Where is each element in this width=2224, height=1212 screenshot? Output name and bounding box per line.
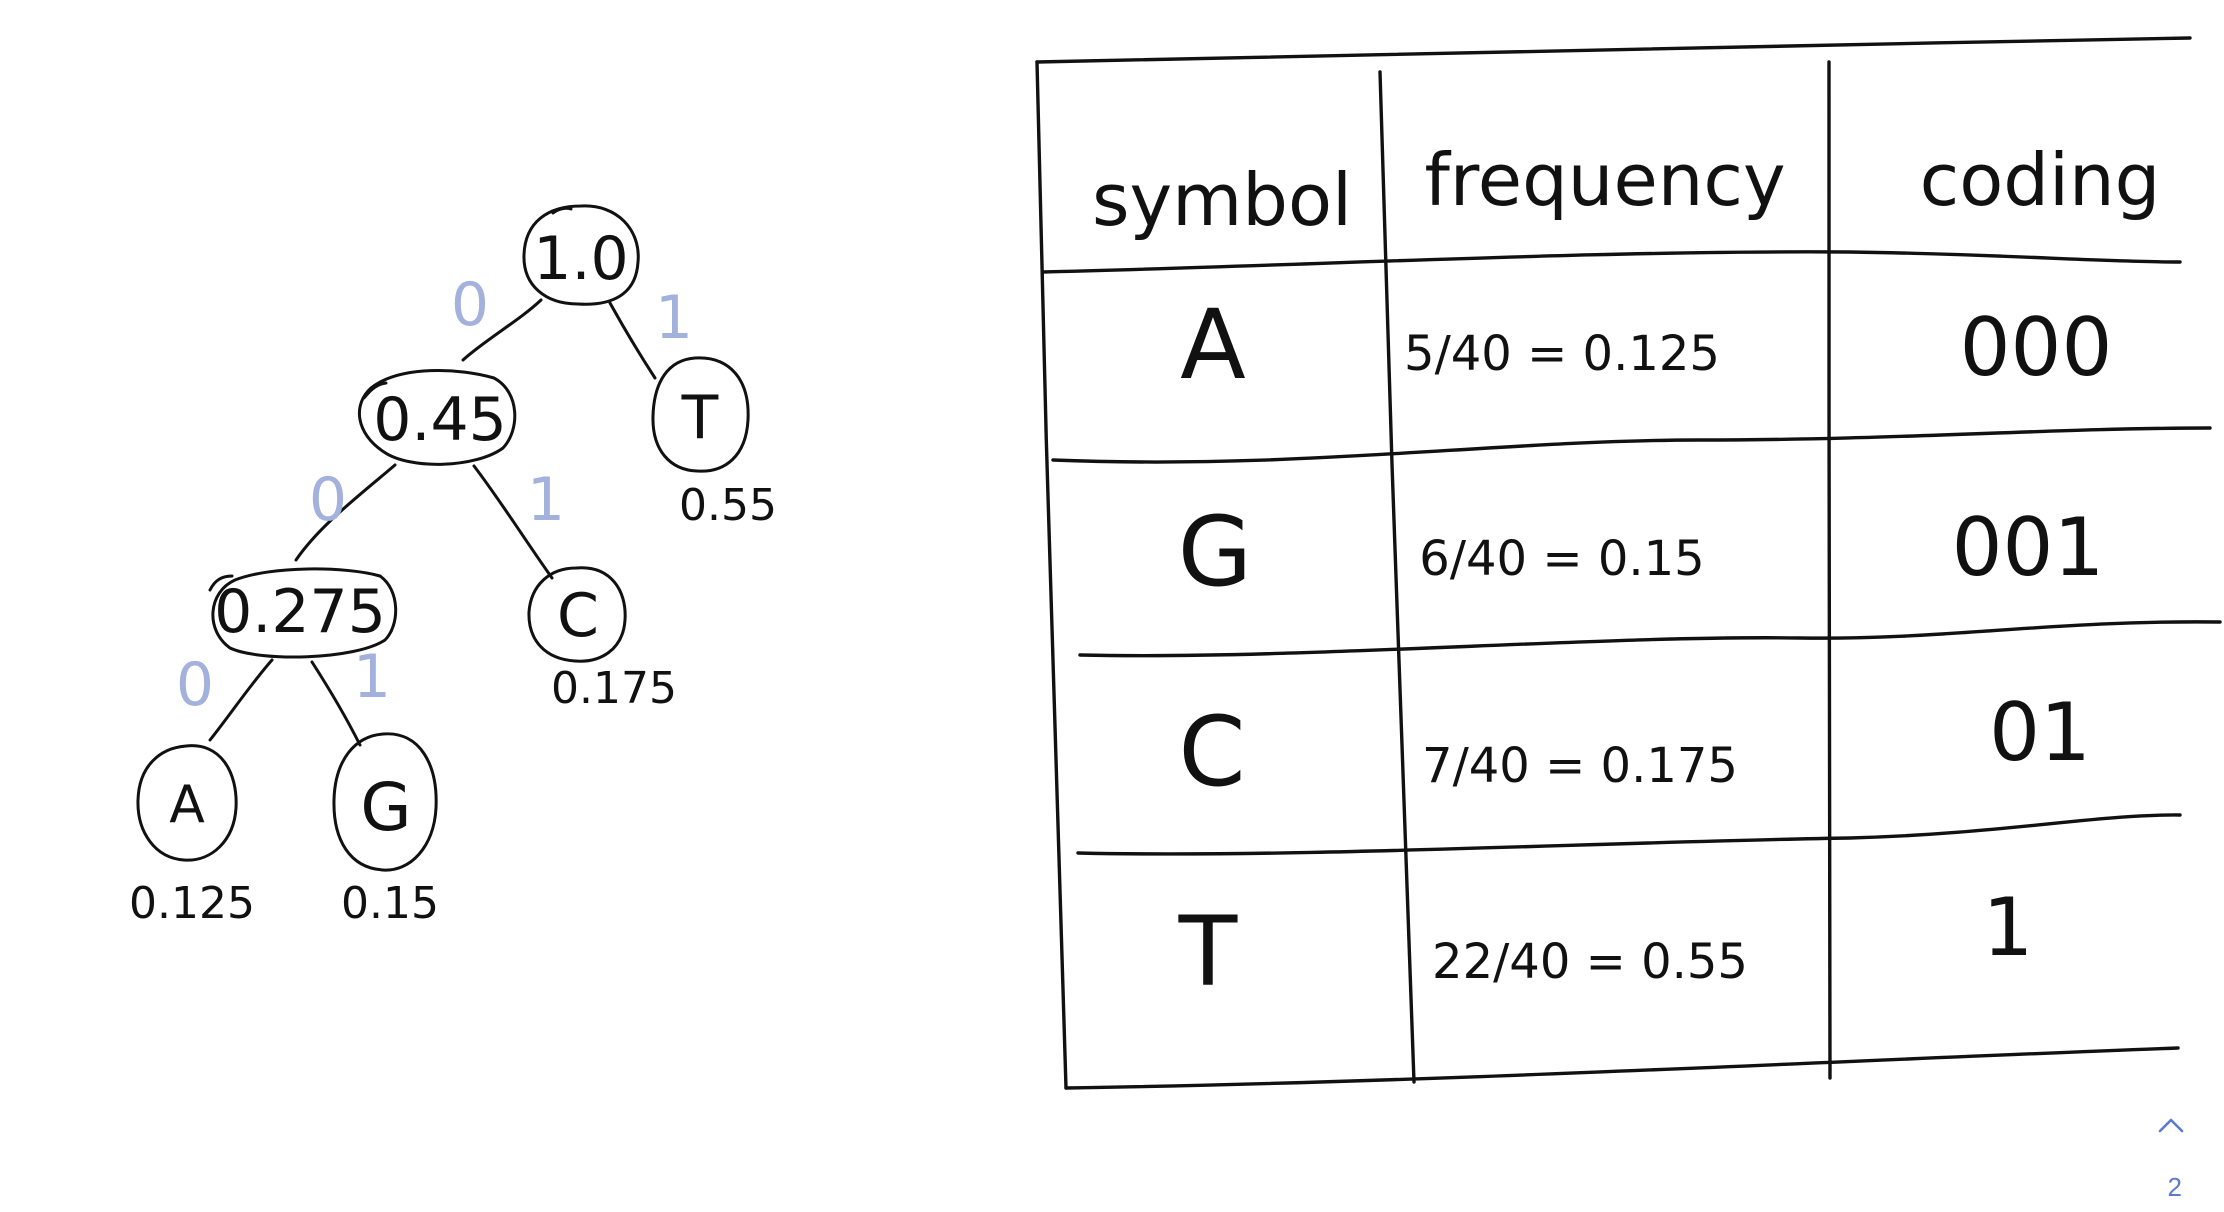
page-up-button[interactable] [2156,1110,2186,1140]
table-cell-frequency: 22/40 = 0.55 [1432,934,1748,990]
table-cell-coding: 01 [1989,686,2091,779]
leaf-prob-c: 0.175 [551,663,677,714]
edge-bit-label: 0 [309,465,347,535]
table-cell-symbol: C [1178,696,1245,808]
tree-edge [310,660,362,747]
tree-edge [208,658,274,742]
leaf-prob-a: 0.125 [129,878,255,929]
frequency-table: symbol frequency coding A 5/40 = 0.125 0… [1035,36,2222,1090]
table-border [1035,60,1068,1090]
node-label-c: C [557,581,599,651]
table-row-line [1076,813,2182,856]
node-label-0275: 0.275 [214,577,386,647]
node-outline-a [136,744,238,862]
table-cell-symbol: G [1178,496,1252,608]
table-header-symbol: symbol [1092,158,1352,242]
table-divider [1378,70,1416,1084]
huffman-tree: 1.0 0.45 T 0.275 C A G 0.55 0.175 0.125 … [129,204,777,929]
table-cell-symbol: A [1180,289,1246,401]
node-outline-root [522,204,640,306]
table-row-line [1078,620,2222,658]
tree-edge [472,464,554,580]
leaf-prob-g: 0.15 [341,878,439,929]
edge-bit-label: 0 [451,270,489,340]
table-border [1064,1046,2180,1090]
edge-bit-label: 1 [655,283,693,353]
edge-bit-label: 1 [527,465,565,535]
table-cell-coding: 000 [1960,301,2113,394]
tree-edge [294,463,397,562]
node-label-045: 0.45 [373,385,507,455]
table-cell-frequency: 5/40 = 0.125 [1404,326,1720,382]
node-label-t: T [681,383,719,453]
node-label-g: G [360,769,411,846]
tree-edge [608,301,657,380]
leaf-prob-t: 0.55 [679,480,777,531]
chevron-up-icon [2158,1118,2184,1133]
edge-bit-label: 0 [176,650,214,720]
page-number: 2 [2167,1172,2182,1202]
node-outline-t [651,356,750,473]
node-outline-045 [357,369,517,466]
node-outline-g [332,732,438,872]
table-cell-symbol: T [1178,896,1238,1008]
table-header-coding: coding [1920,138,2161,222]
node-label-a: A [169,775,205,835]
table-cell-coding: 001 [1952,501,2105,594]
table-row-line [1051,426,2212,464]
table-divider [1827,60,1832,1080]
table-header-frequency: frequency [1424,138,1785,222]
node-outline-c [527,566,627,663]
table-border [1035,36,2192,64]
edge-bit-label: 1 [353,642,391,712]
tree-edge [461,298,543,362]
table-cell-frequency: 7/40 = 0.175 [1422,738,1738,794]
node-outline-0275 [208,567,398,659]
node-label-root: 1.0 [533,224,628,294]
table-row-line [1041,250,2182,274]
table-cell-coding: 1 [1983,881,2034,974]
table-cell-frequency: 6/40 = 0.15 [1419,531,1704,587]
